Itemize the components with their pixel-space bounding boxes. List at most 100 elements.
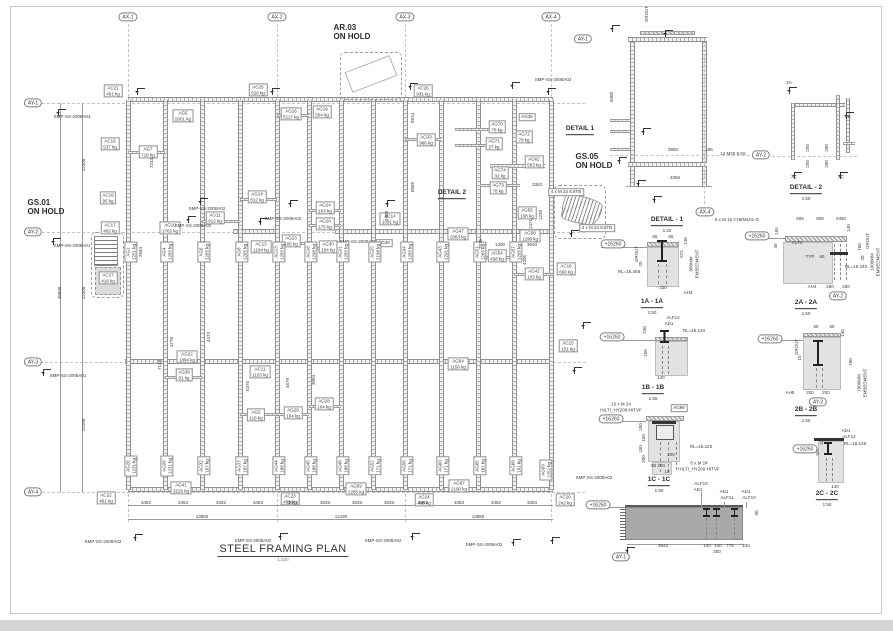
annotation: AH3 [683,290,693,296]
member-tag: AG5 5001 kg [172,109,194,123]
annotation: AH4 [807,284,817,290]
annotation: 200 [641,455,647,463]
base-plate [652,421,676,424]
annotation: 65 [819,254,825,260]
concrete-block [783,242,833,284]
annotation: AH5 [785,390,795,396]
member-tag: AG48 188 kg [336,456,350,476]
section-title: DETAIL 2 [437,189,467,199]
annotation: 1:50 [801,196,811,202]
annotation: SMP-SS-2008A02 [364,538,402,544]
annotation: SMP-SS-2008A01 [53,243,91,249]
dim-line [601,247,647,248]
member-tag: AG25 2198 kg [368,241,382,263]
grid-bubble: AX-4 [695,207,715,217]
member-tag: 4 x M 24 8.8TB [579,224,615,232]
member-tag: AG68 181 kg [509,456,523,476]
annotation: 672 [679,250,685,258]
dim-line [60,103,61,492]
section-flag-icon [509,82,520,89]
annotation: 195 [705,147,713,153]
anchor-line [662,346,663,374]
annotation: 5375 [245,380,251,392]
grout-hatch [803,333,841,337]
member-tag: AC17 402 kg [100,221,120,235]
annotation: 40 [773,243,779,249]
annotation: 2C [838,174,844,180]
member-tag: AG67 2190 kg [448,479,470,493]
column-beam [371,100,376,490]
column-beam [403,100,408,490]
member-tag: AC20 242 kg [555,493,575,507]
column-beam [307,100,312,490]
section-flag-icon [651,196,662,203]
anchor-line [658,264,659,284]
annotation: 150 [643,349,649,357]
annotation: 140 [714,543,722,549]
annotation: RL=15.468 [617,269,641,275]
column-beam [275,100,280,490]
annotation: SMP-SS-2008A01 [53,114,91,120]
member-tag: AG47 2063 kg [447,227,469,241]
annotation: 1471 [528,218,534,230]
member-tag: AG8 1265 kg [235,241,249,263]
member-tag: AG69 1252 kg [539,459,553,481]
annotation: AD1 [841,428,851,434]
annotation: 3463 [453,500,465,506]
anchor-line [706,518,707,540]
annotation: 90 [754,510,760,516]
steel-section [824,442,832,455]
member-tag: AG14 812 kg [247,190,267,204]
beam [233,229,277,234]
annotation: ALT3 [791,240,803,246]
section-flag-icon [269,88,280,95]
annotation: RL=15.345 [844,264,868,270]
dim-line [621,421,646,422]
section-flag-icon [843,112,854,119]
section-flag-icon [277,533,288,540]
section-title: DETAIL - 2 [789,184,823,194]
section-flag-icon [50,238,61,245]
member-tag: AG70 78 kg [488,120,506,134]
section-flag-icon [568,230,579,237]
member-tag: AG33 966 kg [416,133,436,147]
annotation: 150 [641,434,647,442]
member-tag: AG10 1762 kg [159,221,181,235]
section-title: 1A - 1A [640,298,664,308]
annotation: 250 [826,284,834,290]
column-beam [630,40,635,187]
annotation: ALF12 [666,315,680,321]
annotation: 3462 [140,500,152,506]
grid-line [610,155,750,156]
member-tag: AC11 1103 kg [249,365,271,379]
grid-line [42,492,585,493]
section-flag-icon [55,109,66,116]
annotation: AD1 [719,489,729,495]
beam [610,130,630,133]
grid-bubble: AX-1 [118,12,138,22]
section-flag-icon [837,172,848,179]
annotation: 12 M20 8.8S [720,151,746,157]
annotation: TYP [805,254,815,260]
grid-bubble: AY-2 [23,227,43,237]
grid-bubble: AY-3 [23,357,43,367]
beam [335,229,553,234]
beam [628,37,707,42]
base-plate [814,438,844,441]
column-outline [656,425,674,440]
dim-line [82,103,83,492]
section-flag-icon [791,172,802,179]
member-tag: AG21 1265 kg [336,241,350,263]
annotation: 3084 [311,374,317,386]
section-flag-icon [662,30,673,37]
annotation: 1908 [384,210,390,222]
member-tag: AG23 105 kg [281,234,301,248]
section-flag-icon [616,157,627,164]
member-tag: AG59 2285 kg [345,482,367,496]
anchor-line [834,244,835,280]
column-beam [126,100,131,490]
member-tag: AG37 187 kg [235,456,249,476]
annotation: 221 [819,437,825,445]
annotation: 3942 [657,543,669,549]
section-flag-icon [384,200,395,207]
